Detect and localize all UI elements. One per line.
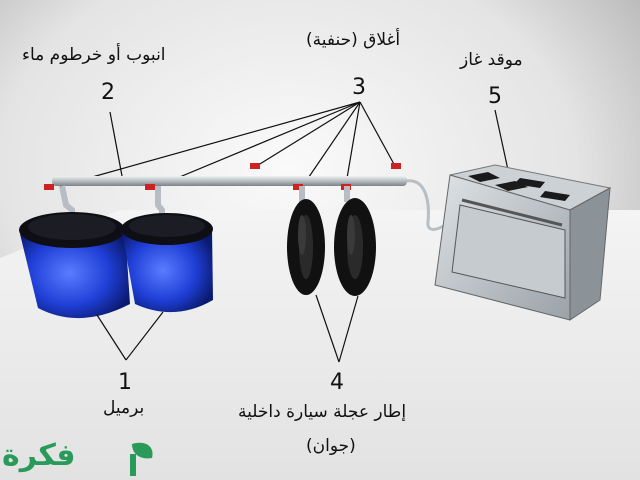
barrels-label-text: برميل	[103, 398, 145, 418]
valve	[391, 163, 401, 169]
valve	[293, 184, 303, 190]
tube-callout-lines	[315, 294, 359, 363]
main-pipe	[52, 176, 407, 186]
barrel-left	[19, 212, 130, 319]
pipe-callout-line	[109, 111, 123, 177]
barrel-right	[121, 213, 213, 313]
stove-label-number: 5	[488, 84, 502, 109]
tube-connector	[299, 186, 305, 202]
logo-leaf-icon	[130, 442, 153, 476]
tubes-label-text-line1: إطار عجلة سيارة داخلية	[238, 402, 407, 422]
valves-label-text: أغلاق (حنفية)	[306, 30, 401, 50]
stove-callout-line	[494, 109, 509, 171]
barrels-label-number: 1	[118, 370, 132, 395]
tubes-label-text-line2: (جوان)	[306, 436, 356, 456]
valves-label-number: 3	[352, 75, 366, 100]
pipe-label-text: انبوب أو خرطوم ماء	[22, 45, 166, 65]
gas-stove	[434, 164, 612, 321]
logo-text: فكرة	[2, 438, 76, 473]
pipe-label-number: 2	[101, 80, 115, 105]
tube-connector	[344, 186, 350, 202]
inner-tube-left	[287, 199, 325, 295]
tubes-label-number: 4	[330, 370, 344, 395]
valve-callout-lines	[59, 101, 396, 191]
inner-tube-right	[334, 198, 376, 296]
stove-label-text: موقد غاز	[460, 50, 523, 70]
valve	[44, 184, 54, 190]
barrel-callout-lines	[96, 311, 164, 361]
valve	[145, 184, 155, 190]
valve	[250, 163, 260, 169]
fikra-logo: فكرة	[0, 436, 160, 480]
